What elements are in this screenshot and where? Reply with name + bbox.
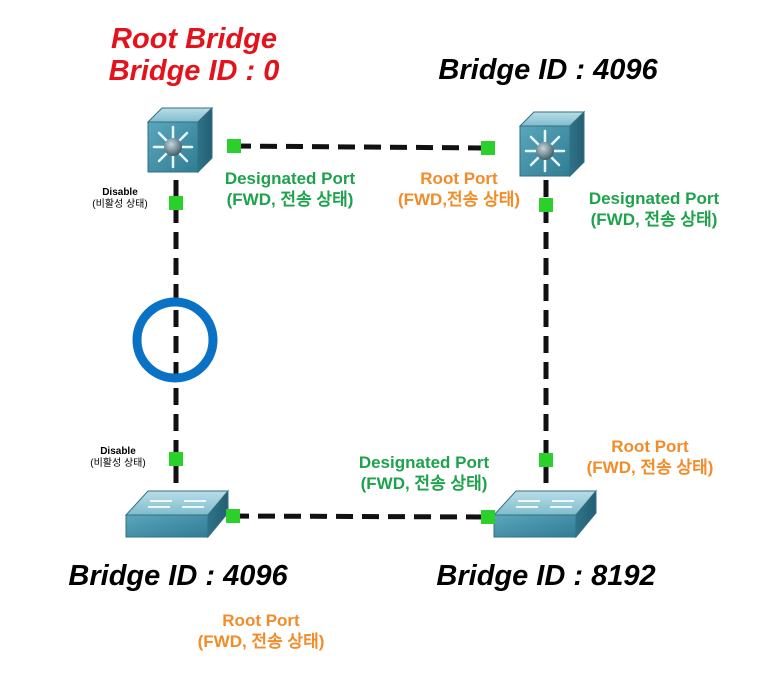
port-state: (FWD, 전송 상태) [197,632,325,651]
link-top [233,143,489,151]
port-label-br-top: Root Port (FWD, 전송 상태) [562,436,738,478]
bridge-id-top-right: Bridge ID : 4096 [438,54,658,86]
port-label-tr-bottom: Designated Port (FWD, 전송 상태) [566,188,742,230]
port-role: Root Port [222,611,300,630]
port-dot-br-left[interactable] [481,510,495,524]
port-role: Designated Port [224,169,356,188]
port-role: Disable [100,446,136,457]
root-bridge-label: Root Bridge Bridge ID : 0 [84,23,304,87]
port-role: Root Port [420,169,498,188]
port-label-tl-bottom: Disable (비활성 상태) [70,187,170,211]
port-role: Root Port [611,437,689,456]
port-role: Disable [102,187,138,198]
port-dot-tl-right[interactable] [227,139,241,153]
link-bottom [231,513,489,520]
bridge-id-bottom-right: Bridge ID : 8192 [436,560,656,592]
port-label-bl-top: Disable (비활성 상태) [68,446,168,470]
multilayer-switch-icon[interactable] [146,106,214,174]
multilayer-switch-icon[interactable] [518,110,586,178]
port-state: (비활성 상태) [90,458,146,469]
port-state: (FWD, 전송 상태) [586,458,714,477]
port-dot-tl-bottom[interactable] [169,196,183,210]
port-dot-br-top[interactable] [539,453,553,467]
bridge-id-bottom-left: Bridge ID : 4096 [68,560,288,592]
port-dot-bl-right[interactable] [226,509,240,523]
port-state: (FWD, 전송 상태) [360,474,488,493]
port-state: (FWD, 전송 상태) [226,190,354,209]
port-state: (비활성 상태) [92,199,148,210]
port-role: Designated Port [358,453,490,472]
root-bridge-title: Root Bridge [111,23,277,55]
port-dot-tr-bottom[interactable] [539,198,553,212]
port-label-tl-right: Designated Port (FWD, 전송 상태) [200,168,380,210]
switch-icon[interactable] [124,489,230,539]
port-dot-bl-top[interactable] [169,452,183,466]
port-label-tr-left: Root Port (FWD,전송 상태) [374,168,544,210]
port-state: (FWD, 전송 상태) [590,210,718,229]
blocked-port-circle [132,297,218,383]
root-bridge-id: Bridge ID : 0 [108,55,280,87]
port-state: (FWD,전송 상태) [397,190,521,209]
port-label-bl-right: Root Port (FWD, 전송 상태) [170,610,352,652]
port-label-br-left: Designated Port (FWD, 전송 상태) [334,452,514,494]
switch-icon[interactable] [492,489,598,539]
port-role: Designated Port [588,189,720,208]
port-dot-tr-left[interactable] [481,141,495,155]
